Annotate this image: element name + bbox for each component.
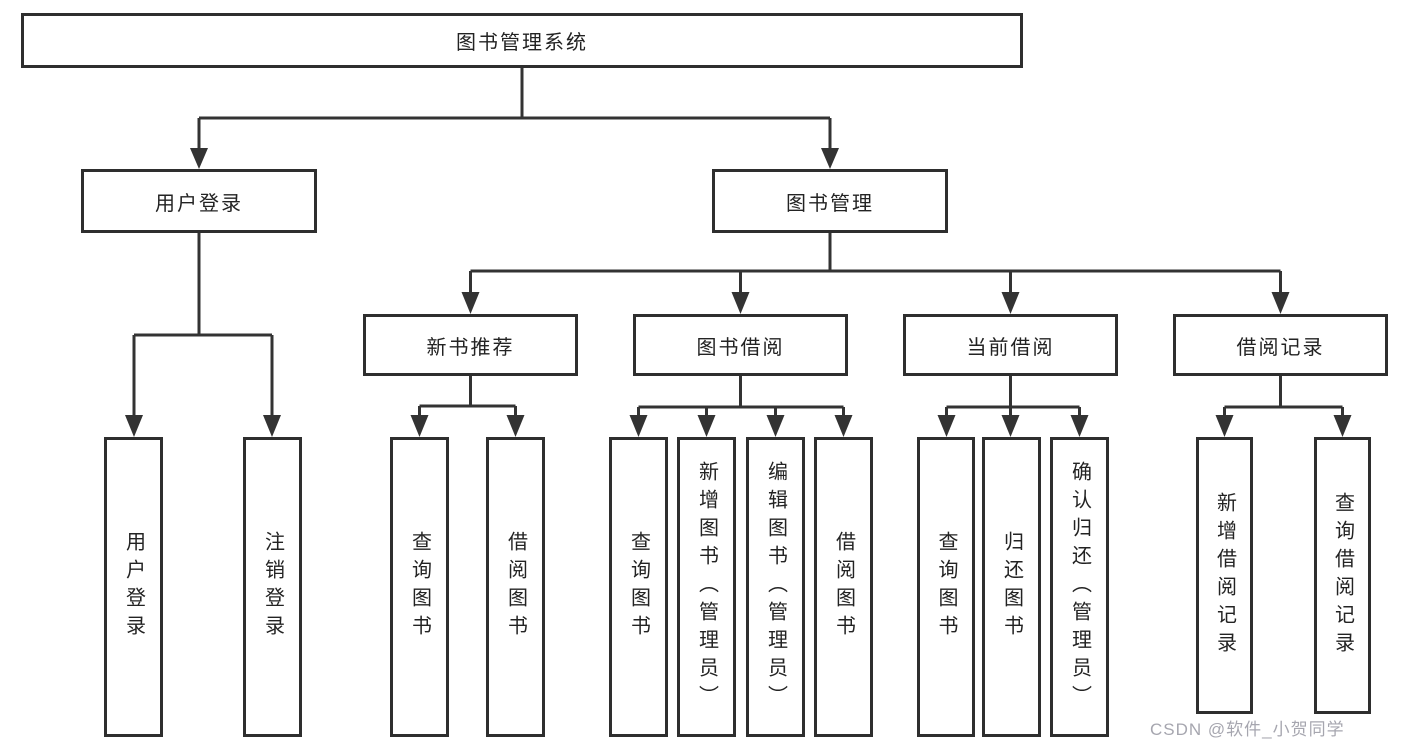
node-current-borrowing: 当前借阅 [903, 314, 1118, 376]
leaf-add-book-admin: 新增图书（管理员） [677, 437, 736, 737]
node-library-system: 图书管理系统 [21, 13, 1023, 68]
leaf-user-login: 用户登录 [104, 437, 163, 737]
leaf-query-books-current: 查询图书 [917, 437, 975, 737]
leaf-borrow-books-borrowing: 借阅图书 [814, 437, 873, 737]
leaf-return-books: 归还图书 [982, 437, 1041, 737]
node-borrow-records: 借阅记录 [1173, 314, 1388, 376]
leaf-logout: 注销登录 [243, 437, 302, 737]
watermark: CSDN @软件_小贺同学 [1150, 720, 1345, 739]
node-user-login: 用户登录 [81, 169, 317, 233]
leaf-borrow-books-recommend: 借阅图书 [486, 437, 545, 737]
node-book-management: 图书管理 [712, 169, 948, 233]
leaf-query-books-borrowing: 查询图书 [609, 437, 668, 737]
leaf-query-books-recommend: 查询图书 [390, 437, 449, 737]
leaf-add-borrow-record: 新增借阅记录 [1196, 437, 1253, 714]
node-book-borrowing: 图书借阅 [633, 314, 848, 376]
node-new-book-recommend: 新书推荐 [363, 314, 578, 376]
leaf-confirm-return-admin: 确认归还（管理员） [1050, 437, 1109, 737]
leaf-query-borrow-record: 查询借阅记录 [1314, 437, 1371, 714]
leaf-edit-book-admin: 编辑图书（管理员） [746, 437, 805, 737]
